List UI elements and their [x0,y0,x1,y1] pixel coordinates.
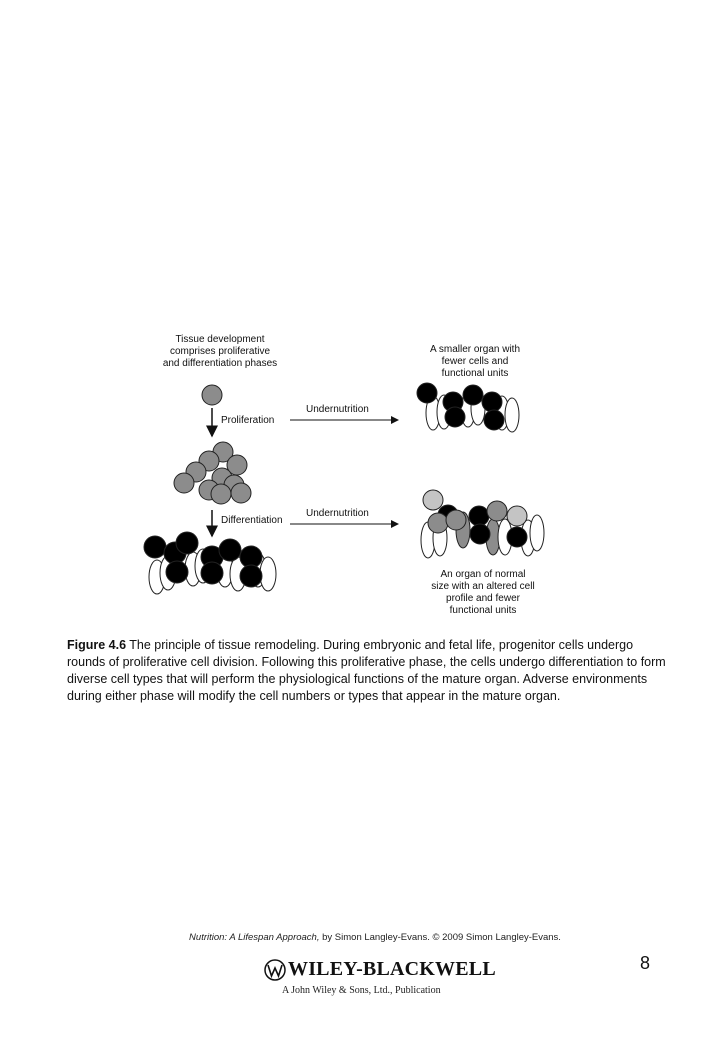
diagram-title-line-3: and differentiation phases [162,358,278,369]
diagram-title-line-2: comprises proliferative [169,346,271,357]
altered-organ-label-line-1: An organ of normal [440,569,526,580]
smaller-organ-label-line-2: fewer cells and [441,356,509,367]
smaller-organ [416,382,520,433]
tissue-remodeling-diagram [143,382,545,595]
figure-caption: Figure 4.6 The principle of tissue remod… [67,637,667,705]
proliferation-label: Proliferation [221,415,275,426]
credit-text: by Simon Langley-Evans. © 2009 Simon Lan… [319,932,561,943]
caption-text: The principle of tissue remodeling. Duri… [67,638,666,703]
proliferated-cell-cluster [173,441,252,505]
page-number: 8 [640,953,651,973]
publisher-logo: WILEY-BLACKWELL A John Wiley & Sons, Ltd… [262,958,496,998]
diagram-title-line-1: Tissue development [175,334,265,345]
differentiated-tissue [143,531,277,595]
differentiation-label: Differentiation [221,515,283,526]
wiley-w-emblem-icon [264,959,286,981]
publisher-name: WILEY-BLACKWELL [288,958,496,980]
altered-organ-label-line-3: profile and fewer [446,593,520,604]
undernutrition-label-top: Undernutrition [306,404,369,415]
book-title: Nutrition: A Lifespan Approach, [189,932,320,943]
altered-organ-label-line-4: functional units [449,605,517,616]
publisher-tagline: A John Wiley & Sons, Ltd., Publication [282,985,441,996]
diagram-title: Tissue development comprises proliferati… [150,334,290,370]
altered-organ [420,489,545,559]
altered-organ-label-line-2: size with an altered cell [431,581,535,592]
smaller-organ-label: A smaller organ with fewer cells and fun… [410,344,540,380]
smaller-organ-label-line-1: A smaller organ with [429,344,521,355]
book-credit: Nutrition: A Lifespan Approach, by Simon… [120,932,630,943]
altered-organ-label: An organ of normal size with an altered … [418,569,548,617]
progenitor-cell [201,384,223,406]
undernutrition-label-bottom: Undernutrition [306,508,369,519]
smaller-organ-label-line-3: functional units [441,368,509,379]
figure-label: Figure 4.6 [67,638,127,652]
